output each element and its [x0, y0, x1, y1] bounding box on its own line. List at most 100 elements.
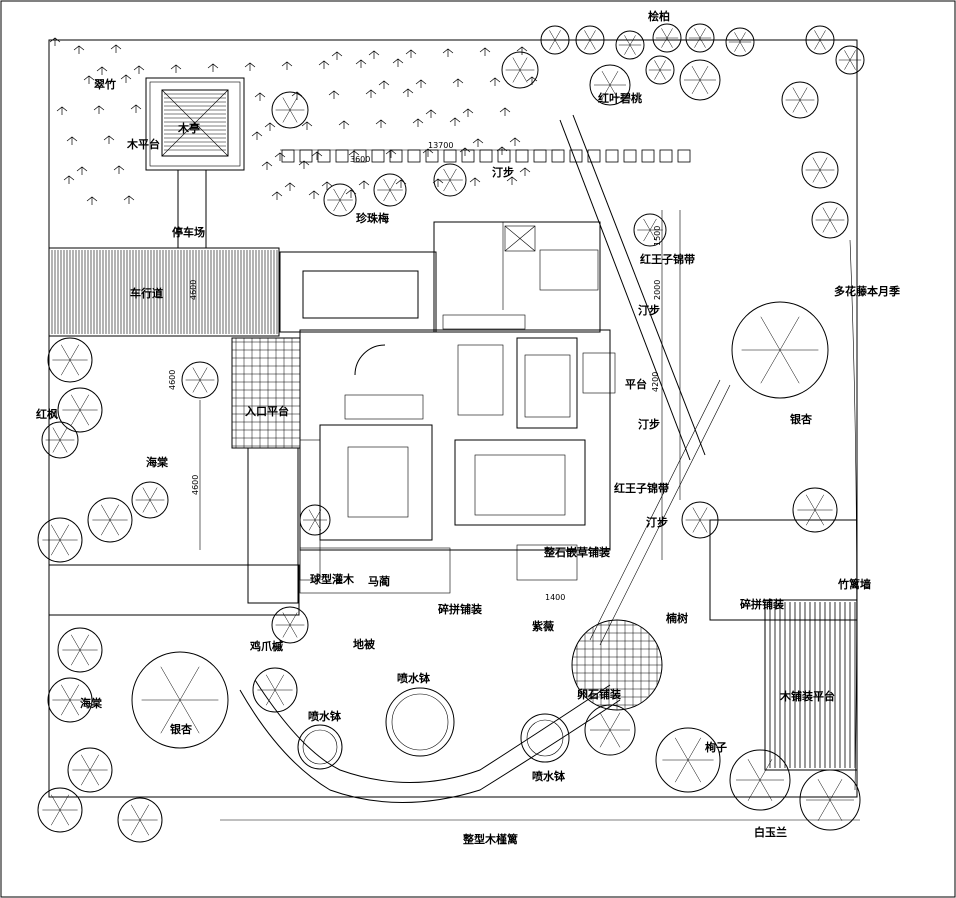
dimension: 4600 [189, 280, 198, 300]
tree-symbol [679, 59, 721, 101]
label-bianzhu: 碎拼铺装 [740, 597, 784, 611]
label-haitang: 海棠 [80, 696, 103, 710]
label-shanshu: 楠树 [666, 611, 688, 625]
tree-symbol [57, 627, 103, 673]
tree-symbol [731, 301, 829, 399]
label-zhengshi: 整石嵌草铺装 [543, 545, 610, 559]
tree-symbol [323, 183, 357, 217]
tree-symbol [117, 797, 163, 843]
label-hongyebitao: 红叶碧桃 [598, 91, 642, 105]
tree-symbol [47, 337, 93, 383]
tree-symbol [57, 387, 103, 433]
tree-symbol [131, 651, 229, 749]
label-yuejihua: 多花藤本月季 [834, 284, 901, 298]
tree-symbol [584, 704, 636, 756]
tree-symbol [433, 163, 467, 197]
tree-symbol [540, 25, 570, 55]
dimension: 1400 [545, 593, 565, 602]
tree-symbol [805, 25, 835, 55]
wooden-pavilion [145, 77, 245, 171]
label-zhuliqiang: 竹篱墙 [837, 577, 871, 591]
tree-symbol [811, 201, 849, 239]
tree-symbol [729, 749, 791, 811]
rose-hedge [849, 239, 857, 791]
tree-symbol [37, 517, 83, 563]
label-penshuibo: 喷水钵 [397, 671, 431, 685]
driveway [48, 247, 280, 337]
label-yinxing: 银杏 [790, 412, 813, 426]
label-muxinli: 整型木槿篱 [462, 832, 518, 846]
tree-symbol [655, 727, 721, 793]
dimension: 1500 [653, 226, 662, 246]
label-dibei: 地被 [353, 637, 376, 651]
label-qiuxingguanmu: 球型灌木 [310, 572, 355, 586]
label-xunzi: 栒子 [705, 740, 727, 754]
label-hongwangzi: 红王子锦带 [640, 252, 695, 266]
tree-symbol [685, 23, 715, 53]
tree-symbol [725, 27, 755, 57]
label-suishipuzhuang: 碎拼铺装 [438, 602, 482, 616]
label-penshuibo: 喷水钵 [308, 709, 342, 723]
dimension: 13700 [428, 141, 453, 150]
label-hongfeng: 红枫 [36, 407, 58, 421]
label-dingbu: 汀步 [638, 303, 660, 317]
tree-symbol [633, 213, 667, 247]
tree-symbol [373, 173, 407, 207]
tree-symbol [801, 151, 839, 189]
tree-symbol [501, 51, 539, 89]
label-muting: 木亭 [177, 121, 200, 135]
paved-strip [48, 564, 300, 616]
tree-symbol [131, 481, 169, 519]
tree-symbol [781, 81, 819, 119]
tree-symbol [799, 769, 861, 831]
fountain-bowl [297, 724, 343, 770]
tree-symbol [652, 23, 682, 53]
dimension: 2000 [653, 280, 662, 300]
dimension: 4200 [651, 372, 660, 392]
tree-symbol [575, 25, 605, 55]
label-baiyulan: 白玉兰 [754, 825, 787, 839]
dimension: 3600 [350, 155, 370, 164]
label-cuizhu: 翠竹 [94, 77, 116, 91]
label-pingtai: 平台 [625, 377, 647, 391]
label-malin: 马蔺 [368, 574, 390, 588]
tree-symbol [792, 487, 838, 533]
label-hongwangzi: 红王子锦带 [614, 481, 669, 495]
label-penshuibo: 喷水钵 [532, 769, 566, 783]
crazy-paving [709, 519, 858, 621]
label-luanshi: 卵石铺装 [577, 687, 621, 701]
tree-symbol [835, 45, 865, 75]
tree-symbol [181, 361, 219, 399]
tree-symbol [87, 497, 133, 543]
tree-symbol [271, 91, 309, 129]
wood-deck [764, 599, 858, 771]
tree-symbol [67, 747, 113, 793]
label-dingbu: 汀步 [492, 165, 514, 179]
label-haitang: 海棠 [146, 455, 169, 469]
label-chexingdao: 车行道 [130, 286, 163, 300]
label-zhenzhumei: 珍珠梅 [356, 211, 389, 225]
fountain-bowl [385, 687, 455, 757]
tree-symbol [271, 606, 309, 644]
tree-symbol [47, 677, 93, 723]
tree-symbol [41, 421, 79, 459]
tree-symbol [589, 64, 631, 106]
label-rukoupingtai: 入口平台 [245, 404, 289, 418]
label-dingbu: 汀步 [646, 515, 668, 529]
tree-symbol [615, 30, 645, 60]
label-jizhaoqi: 鸡爪槭 [249, 639, 283, 653]
tree-symbol [299, 504, 331, 536]
entrance-terrace [231, 337, 301, 449]
label-kuiyanshu: 紫薇 [532, 619, 554, 633]
curved-path [239, 114, 731, 803]
label-mupingtai: 木平台 [126, 137, 160, 151]
stepping-stones [281, 149, 691, 163]
tree-symbol [252, 667, 298, 713]
label-dingbu: 汀步 [638, 417, 660, 431]
tree-symbol [681, 501, 719, 539]
label-guibai: 桧柏 [648, 9, 670, 23]
fountain-bowl [520, 713, 570, 763]
tree-symbol [645, 55, 675, 85]
